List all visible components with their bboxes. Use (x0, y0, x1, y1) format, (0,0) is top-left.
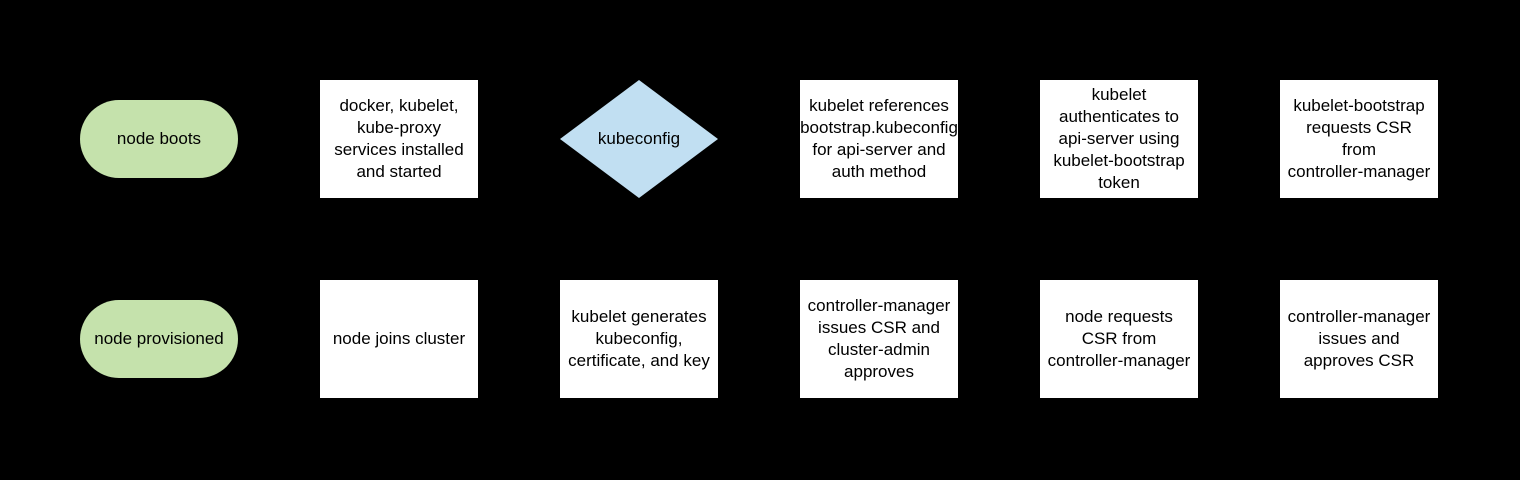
process-kubelet-authenticates-label: kubelet authenticates to api-server usin… (1053, 85, 1185, 192)
process-node-joins-cluster-label: node joins cluster (332, 329, 466, 348)
process-kubelet-references-bootstrap-kubeconfig: kubelet references bootstrap.kubeconfig … (800, 80, 958, 198)
process-services-installed-label: docker, kubelet, kube-proxy services ins… (334, 96, 464, 181)
process-kubelet-generates-kubeconfig: kubelet generates kubeconfig, certificat… (560, 280, 718, 398)
terminal-node-provisioned: node provisioned (80, 300, 238, 378)
process-kubelet-generates-kubeconfig-label: kubelet generates kubeconfig, certificat… (568, 307, 710, 370)
process-node-joins-cluster: node joins cluster (320, 280, 478, 398)
process-kubelet-authenticates: kubelet authenticates to api-server usin… (1040, 80, 1198, 198)
process-node-requests-csr: node requests CSR from controller-manage… (1040, 280, 1198, 398)
process-cm-issues-csr-cluster-admin-approves: controller-manager issues CSR and cluste… (800, 280, 958, 398)
process-cm-issues-csr-cluster-admin-approves-label: controller-manager issues CSR and cluste… (807, 296, 951, 381)
process-kubelet-bootstrap-requests-csr-label: kubelet-bootstrap requests CSR from cont… (1287, 96, 1431, 181)
terminal-node-boots-label: node boots (116, 129, 202, 148)
process-kubelet-bootstrap-requests-csr: kubelet-bootstrap requests CSR from cont… (1280, 80, 1438, 198)
decision-kubeconfig-label: kubeconfig (597, 129, 681, 148)
process-kubelet-references-label: kubelet references bootstrap.kubeconfig … (800, 96, 958, 181)
process-node-requests-csr-label: node requests CSR from controller-manage… (1047, 307, 1191, 370)
decision-kubeconfig: kubeconfig (560, 80, 718, 198)
terminal-node-provisioned-label: node provisioned (94, 329, 224, 348)
process-cm-issues-and-approves-csr-label: controller-manager issues and approves C… (1287, 307, 1431, 370)
process-cm-issues-and-approves-csr: controller-manager issues and approves C… (1280, 280, 1438, 398)
terminal-node-boots: node boots (80, 100, 238, 178)
process-services-installed: docker, kubelet, kube-proxy services ins… (320, 80, 478, 198)
